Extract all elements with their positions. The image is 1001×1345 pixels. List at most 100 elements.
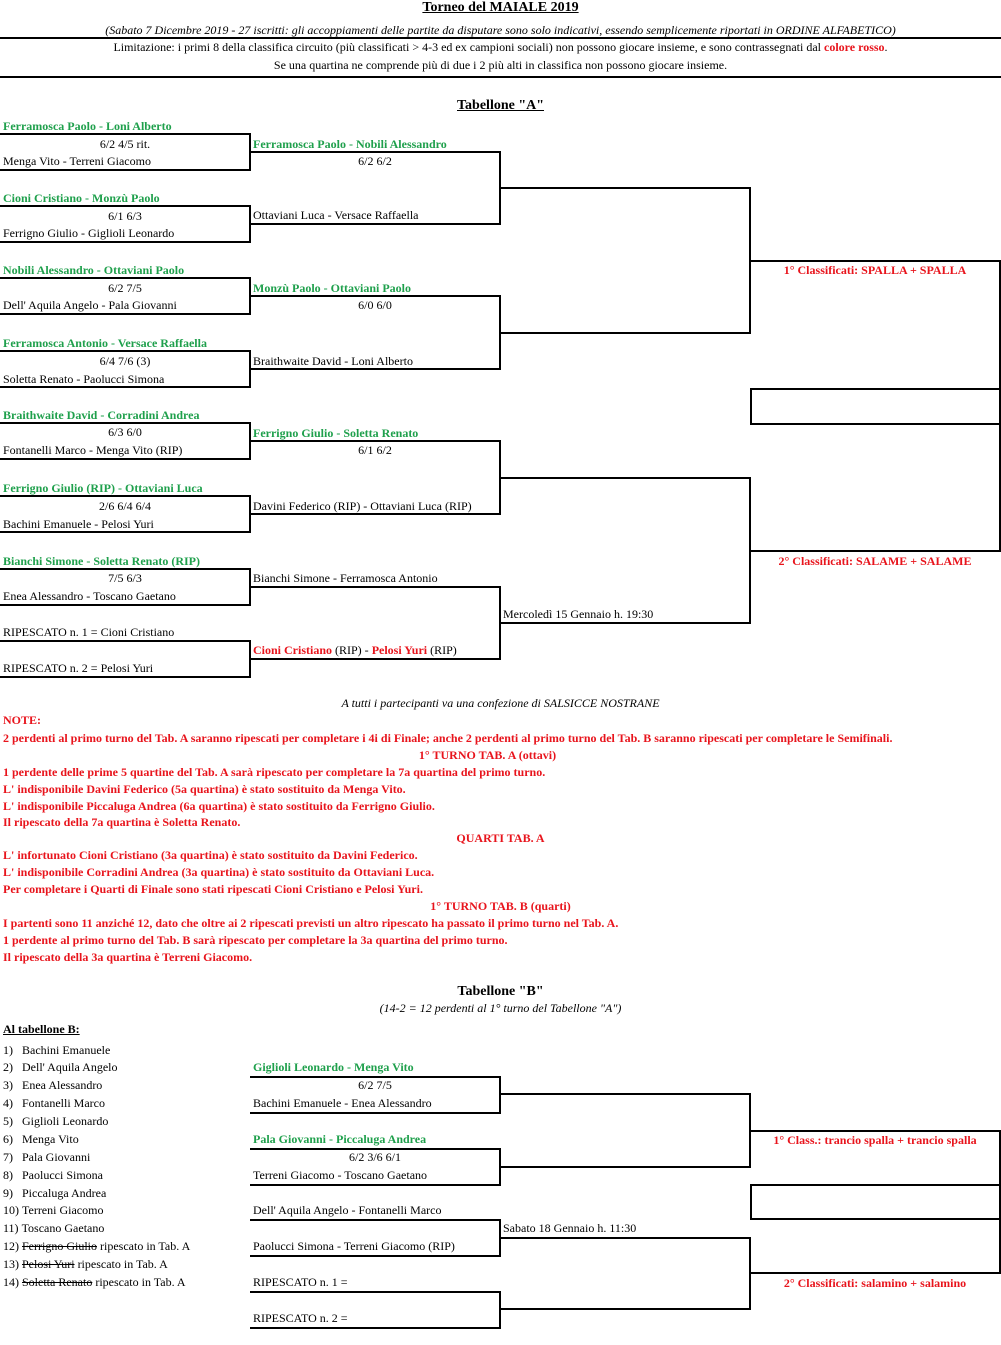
team-winner: Giglioli Leonardo - Menga Vito [253,1060,414,1074]
rip-tag: (RIP) - [332,643,372,657]
note-line: L' indisponibile Corradini Andrea (3a qu… [3,865,435,879]
limitation-text-2: Se una quartina ne comprende più di due … [273,58,728,72]
ripescato-2: RIPESCATO n. 2 = [253,1311,348,1325]
limitation-text: Limitazione: i primi 8 della classifica … [0,39,1001,55]
item-number: 14) [3,1275,19,1289]
semifinal-box [500,187,751,334]
winner-box [750,1184,1001,1220]
item-name: Fontanelli Marco [22,1096,105,1110]
team-winner: Ferramosca Paolo - Loni Alberto [3,119,172,133]
semifinal-box [500,1237,751,1310]
team-winner: Ferramosca Antonio - Versace Raffaella [3,336,207,350]
team-winner: Pala Giovanni - Piccaluga Andrea [253,1132,427,1146]
divider [0,37,1001,39]
tab-b-title: Tabellone "B" [457,984,544,999]
item-number: 1) [3,1043,13,1057]
item-number: 7) [3,1150,13,1164]
team-winner: Braithwaite David - Corradini Andrea [3,408,200,422]
team: Bachini Emanuele - Enea Alessandro [253,1096,432,1110]
limitation-main: Limitazione: i primi 8 della classifica … [113,40,824,54]
list-item: 11)Toscano Gaetano [3,1220,104,1236]
note-line: Per completare i Quarti di Finale sono s… [3,882,423,896]
prize-first: 1° Classificati: SPALLA + SPALLA [783,263,967,277]
note-line: 1 perdente delle prime 5 quartine del Ta… [3,765,546,779]
item-number: 4) [3,1096,13,1110]
team-winner: Monzù Paolo - Ottaviani Paolo [253,281,411,295]
page-subtitle: (Sabato 7 Dicembre 2019 - 27 iscritti: g… [105,23,896,37]
team: Paolucci Simona - Terreni Giacomo (RIP) [253,1239,455,1253]
team: Dell' Aquila Angelo - Fontanelli Marco [253,1203,442,1217]
team: Dell' Aquila Angelo - Pala Giovanni [3,298,177,312]
item-name: Piccaluga Andrea [22,1186,107,1200]
match-score: 6/2 3/6 6/1 [348,1150,401,1164]
match-score: 6/0 6/0 [358,298,392,312]
team: Enea Alessandro - Toscano Gaetano [3,589,176,603]
list-item: 2) Dell' Aquila Angelo [3,1059,117,1075]
player-red: Pelosi Yuri [371,643,428,657]
limitation-end: . [884,40,888,54]
team-winner: Bianchi Simone - Soletta Renato (RIP) [3,554,200,568]
team: Terreni Giacomo - Toscano Gaetano [253,1168,428,1182]
item-note: ripescato in Tab. A [97,1239,191,1253]
match-score: 6/1 6/3 [108,209,142,223]
note-heading: QUARTI TAB. A [456,831,545,845]
note-line: Il ripescato della 7a quartina è Soletta… [3,815,241,829]
team-winner: Ferrigno Giulio - Soletta Renato [253,426,419,440]
match-score: 6/1 6/2 [358,443,392,457]
item-number: 9) [3,1186,13,1200]
item-number: 6) [3,1132,13,1146]
note-line: L' indisponibile Davini Federico (5a qua… [3,782,406,796]
list-title: Al tabellone B: [3,1022,80,1036]
item-name: Bachini Emanuele [22,1043,111,1057]
item-number: 10) [3,1203,19,1217]
item-name: Toscano Gaetano [21,1221,105,1235]
list-item: 9) Piccaluga Andrea [3,1185,106,1201]
list-item: 13)Pelosi Yuri ripescato in Tab. A [3,1256,168,1272]
list-item: 10)Terreni Giacomo [3,1202,103,1218]
note-line: Il ripescato della 3a quartina è Terreni… [3,950,253,964]
team: Fontanelli Marco - Menga Vito (RIP) [3,443,183,457]
divider [0,76,1001,78]
list-item: 8) Paolucci Simona [3,1167,103,1183]
item-name: Giglioli Leonardo [22,1114,109,1128]
note-heading: 1° TURNO TAB. A (ottavi) [418,748,557,762]
team-winner: Cioni Cristiano - Monzù Paolo [3,191,160,205]
item-number: 5) [3,1114,13,1128]
item-name: Pala Giovanni [22,1150,91,1164]
item-number: 8) [3,1168,13,1182]
item-number: 12) [3,1239,19,1253]
list-item: 3) Enea Alessandro [3,1077,102,1093]
prize-second: 2° Classificati: SALAME + SALAME [778,554,972,568]
prize-second: 2° Classificati: salamino + salamino [783,1276,967,1290]
winner-box [750,388,1001,425]
team-winner: Ferramosca Paolo - Nobili Alessandro [253,137,447,151]
list-item: 12)Ferrigno Giulio ripescato in Tab. A [3,1238,190,1254]
match-score: 6/3 6/0 [108,425,142,439]
match-score: 6/2 7/5 [358,1078,392,1092]
item-name: Terreni Giacomo [22,1203,104,1217]
item-number: 13) [3,1257,19,1271]
match-box [250,1291,501,1329]
item-number: 2) [3,1060,13,1074]
note-line: I partenti sono 11 anziché 12, dato che … [3,916,619,930]
note-line: L' indisponibile Piccaluga Andrea (6a qu… [3,799,435,813]
ripescato-1: RIPESCATO n. 1 = [253,1275,348,1289]
team: Ferrigno Giulio - Giglioli Leonardo [3,226,175,240]
note-line: 2 perdenti al primo turno del Tab. A sar… [3,731,893,745]
item-number: 11) [3,1221,19,1235]
item-note: ripescato in Tab. A [92,1275,186,1289]
team-winner: Nobili Alessandro - Ottaviani Paolo [3,263,185,277]
note-line: 1 perdente al primo turno del Tab. B sar… [3,933,508,947]
semifinal-box [500,477,751,624]
list-item: 14)Soletta Renato ripescato in Tab. A [3,1274,186,1290]
match-score: 6/2 7/5 [108,281,142,295]
item-name: Dell' Aquila Angelo [22,1060,118,1074]
list-item: 6) Menga Vito [3,1131,79,1147]
match-score: 6/4 7/6 (3) [99,354,151,368]
team: Ottaviani Luca - Versace Raffaella [253,208,419,222]
team: Braithwaite David - Loni Alberto [253,354,413,368]
match-date: Mercoledì 15 Gennaio h. 19:30 [503,607,654,621]
prize-first: 1° Class.: trancio spalla + trancio spal… [773,1133,977,1147]
rip-tag: (RIP) [427,643,457,657]
note-heading: 1° TURNO TAB. B (quarti) [430,899,571,913]
